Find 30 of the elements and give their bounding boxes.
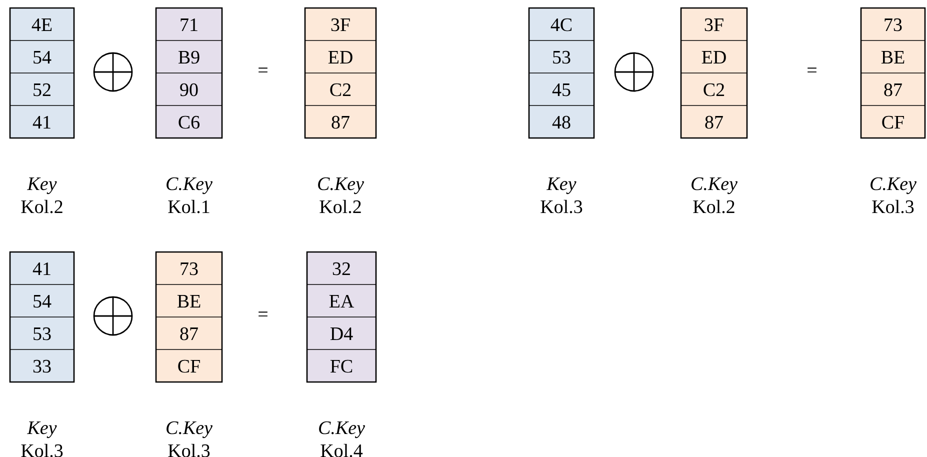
- hex-column: 73 BE 87 CF: [155, 251, 223, 383]
- hex-column: 32 EA D4 FC: [306, 251, 377, 383]
- column-label: Kol.4: [320, 444, 363, 457]
- hex-column: 73 BE 87 CF: [860, 7, 926, 139]
- hex-column: 3F ED C2 87: [304, 7, 377, 139]
- column-label: Kol.2: [320, 200, 361, 214]
- key-label: Key: [546, 178, 576, 194]
- key-label: C.Key: [166, 421, 212, 438]
- hex-column: 3F ED C2 87: [680, 7, 748, 139]
- equals-sign: =: [258, 68, 268, 72]
- hex-column: 4E 54 52 41: [9, 7, 75, 139]
- equals-sign: =: [258, 312, 268, 316]
- key-label: C.Key: [319, 421, 365, 438]
- key-label: C.Key: [692, 177, 738, 194]
- key-label: Key: [27, 178, 57, 194]
- column-label: Kol.3: [872, 200, 914, 214]
- key-label: C.Key: [318, 177, 364, 194]
- column-label: Kol.2: [693, 200, 734, 214]
- column-label: Kol.3: [168, 444, 210, 457]
- hex-column: 4C 53 45 48: [528, 7, 595, 139]
- column-label: Kol.2: [21, 200, 62, 214]
- column-label: Kol.3: [540, 200, 582, 214]
- hex-column: 71 B9 90 C6: [155, 7, 223, 139]
- key-label: Key: [27, 422, 57, 438]
- column-label: Kol.1: [168, 200, 210, 214]
- hex-column: 41 54 53 33: [9, 251, 75, 383]
- key-label: C.Key: [870, 177, 916, 194]
- equals-sign: =: [808, 68, 816, 72]
- key-label: C.Key: [166, 177, 212, 194]
- column-label: Kol.3: [21, 444, 63, 457]
